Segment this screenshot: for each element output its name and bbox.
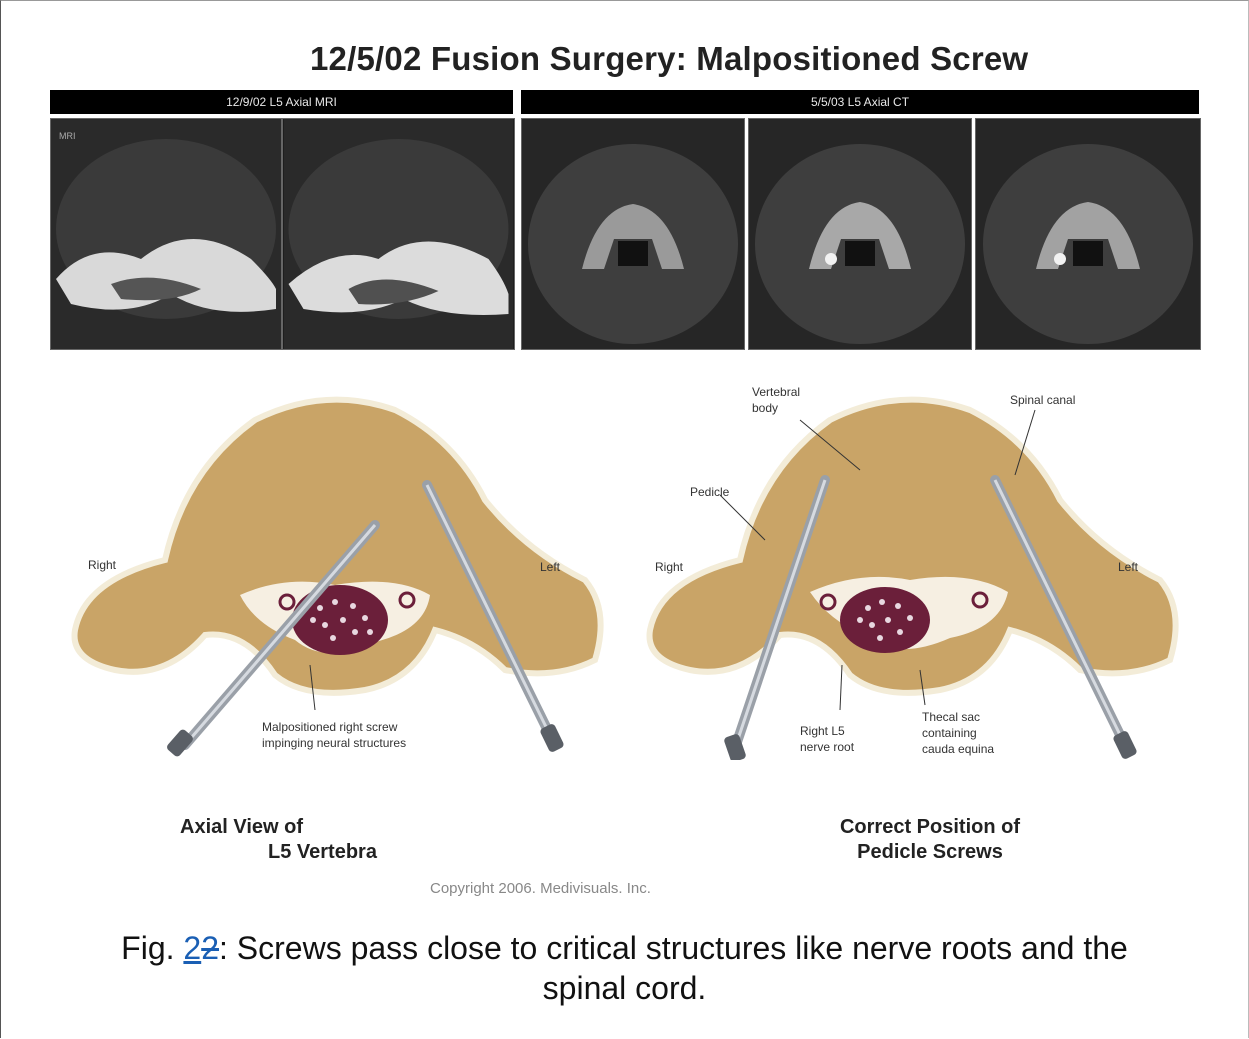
left-caption-line-1: Axial View of: [180, 815, 380, 839]
vertebral-body-label-1: Vertebral: [752, 385, 800, 399]
left-vertebra-illustration: [55, 380, 615, 760]
figure-caption: Fig. 22: Screws pass close to critical s…: [0, 928, 1249, 1008]
spinal-canal-label: Spinal canal: [1010, 393, 1075, 407]
left-label-left-side: Left: [540, 560, 560, 574]
caption-text: : Screws pass close to critical structur…: [219, 930, 1128, 966]
caption-prefix: Fig.: [121, 930, 183, 966]
right-caption-line-2: Pedicle Screws: [800, 840, 1060, 864]
figure-number-struck: 2: [201, 930, 219, 966]
mri-scan-2: [282, 118, 515, 350]
thecal-sac-label-1: Thecal sac: [922, 710, 980, 724]
copyright-notice: Copyright 2006. Medivisuals. Inc.: [430, 880, 651, 897]
right-label-right-side: Right: [655, 560, 683, 574]
caption-text-line-2: spinal cord.: [543, 970, 707, 1006]
svg-text:MRI: MRI: [59, 131, 76, 141]
left-caption-line-2: L5 Vertebra: [268, 840, 468, 864]
mri-scan-1: MRI: [50, 118, 282, 350]
vertebral-body-label-2: body: [752, 401, 778, 415]
mri-panel-label: 12/9/02 L5 Axial MRI: [50, 90, 513, 114]
nerve-root-label-1: Right L5: [800, 724, 845, 738]
figure-number-link[interactable]: 2: [183, 930, 201, 966]
left-callout-line-2: impinging neural structures: [262, 736, 406, 750]
ct-scan-2: [748, 118, 972, 350]
right-caption-line-1: Correct Position of: [800, 815, 1060, 839]
thecal-sac-label-3: cauda equina: [922, 742, 994, 756]
right-label-left-side: Left: [1118, 560, 1138, 574]
ct-panel-label: 5/5/03 L5 Axial CT: [521, 90, 1199, 114]
right-vertebra-illustration: [630, 380, 1190, 760]
thecal-sac-label-2: containing: [922, 726, 977, 740]
pedicle-label: Pedicle: [690, 485, 729, 499]
figure-title: 12/5/02 Fusion Surgery: Malpositioned Sc…: [310, 40, 1028, 78]
left-label-right-side: Right: [88, 558, 116, 572]
ct-scan-3: [975, 118, 1201, 350]
left-callout-line-1: Malpositioned right screw: [262, 720, 397, 734]
nerve-root-label-2: nerve root: [800, 740, 854, 754]
ct-scan-1: [521, 118, 745, 350]
